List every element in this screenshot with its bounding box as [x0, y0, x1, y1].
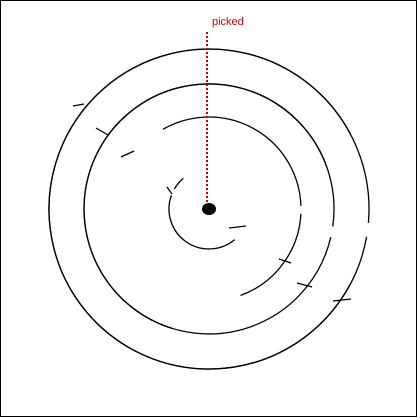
maze-arrow-marks	[72, 103, 352, 302]
ring-1-arc-1	[168, 195, 236, 250]
picked-center-dot	[202, 203, 216, 215]
arrow-mark-1	[72, 103, 85, 107]
arrow-mark-2	[95, 127, 109, 136]
arrow-mark-7	[296, 282, 313, 288]
arrow-mark-8	[332, 298, 352, 302]
ring-2-arc-1	[162, 116, 302, 206]
arrow-mark-4	[166, 186, 173, 195]
ring-2-arc-2	[240, 213, 302, 297]
ring-1-arc-2	[173, 177, 184, 190]
maze-rings	[48, 48, 370, 370]
picked-label: picked	[212, 16, 244, 28]
arrow-mark-5	[228, 225, 247, 229]
arrow-mark-3	[120, 150, 135, 158]
ring-3-arc-2	[83, 83, 332, 335]
arrow-mark-6	[278, 258, 292, 264]
ring-4-arc-2	[48, 48, 368, 370]
